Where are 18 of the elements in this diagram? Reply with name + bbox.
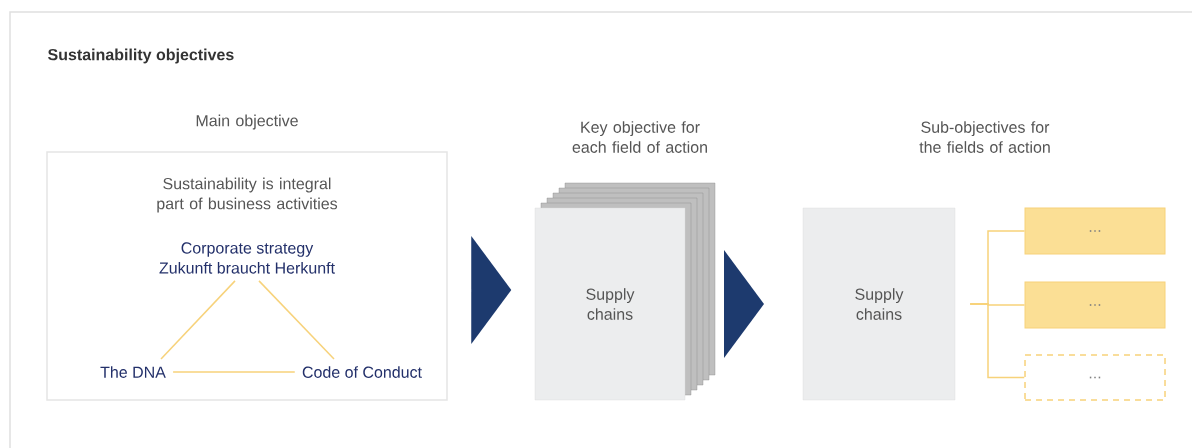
sub-objective-box: ...: [1024, 207, 1166, 255]
element-label: The DNA: [100, 366, 166, 378]
placeholder-box: ...: [1024, 354, 1166, 401]
bracket-line: [969, 303, 1025, 379]
heading: Key objective for each field of action: [572, 121, 707, 153]
element-label: Code of Conduct: [302, 366, 422, 378]
connector-line: [172, 371, 296, 373]
connector-line: [160, 280, 236, 360]
heading: Main objective: [196, 114, 298, 130]
heading: Sub-objectives for the fields of action: [919, 121, 1050, 153]
strategy-label: Corporate strategy Zukunft braucht Herkunft: [159, 242, 335, 274]
chevron-arrow: [471, 236, 512, 344]
sub-objective-box: ...: [1024, 281, 1166, 329]
title: Sustainability objectives: [48, 48, 234, 64]
stacked-sheets-box: Supply chains: [534, 182, 716, 401]
process-box: Supply chains: [802, 207, 956, 401]
chevron-arrow: [724, 250, 764, 358]
connector-line: [258, 280, 335, 360]
